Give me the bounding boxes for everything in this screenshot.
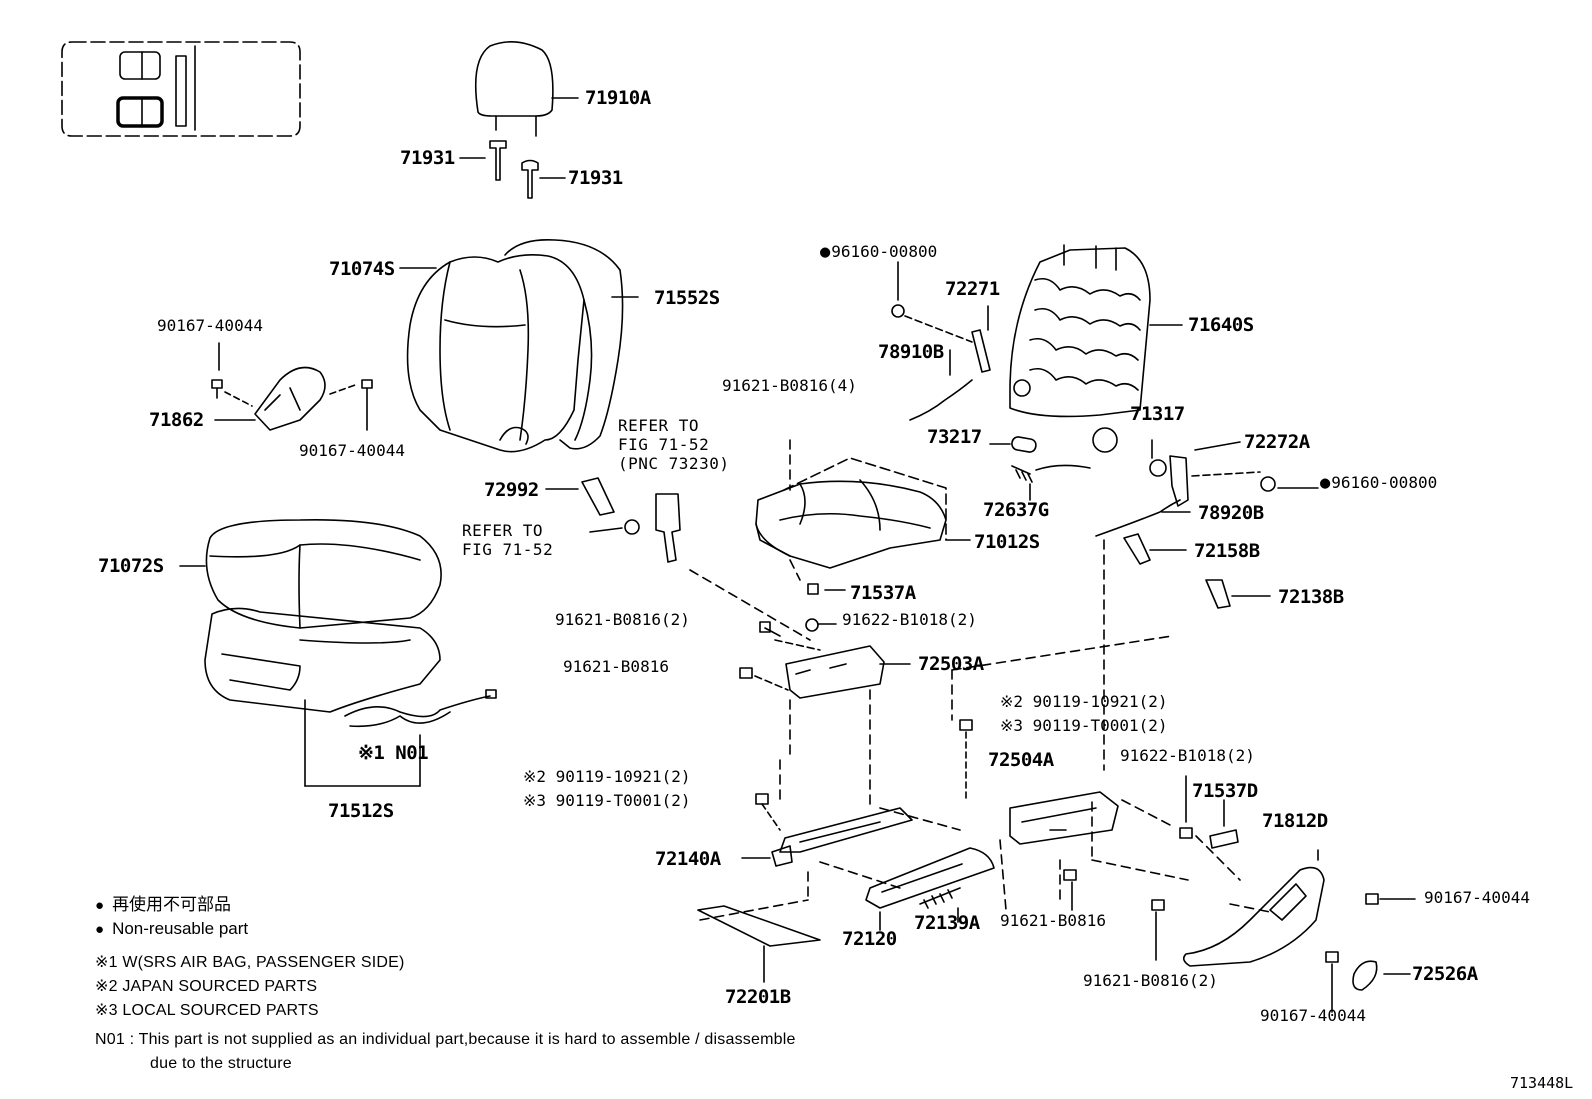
part-label-91621-B0816-4: 91621-B0816(4) (722, 376, 857, 395)
part-label-90167-40044-b: 90167-40044 (299, 441, 405, 460)
legend-note-1: ※1 W(SRS AIR BAG, PASSENGER SIDE) (95, 954, 405, 971)
part-label-72637G: 72637G (983, 499, 1049, 521)
part-label-71552S: 71552S (654, 287, 720, 309)
part-label-71812D: 71812D (1262, 810, 1328, 832)
part-label-91621-B0816-2-a: 91621-B0816(2) (555, 610, 690, 629)
part-label-90119-10921-a: ※2 90119-10921(2) (1000, 692, 1168, 711)
seat-frame-drawing (755, 457, 971, 595)
sensor-mat-drawing (304, 689, 497, 787)
legend-n01-line-2: due to the structure (150, 1055, 292, 1072)
part-label-72272A: 72272A (1244, 431, 1310, 453)
part-label-71512S: 71512S (328, 800, 394, 822)
seatback-frame-drawing (1009, 244, 1183, 453)
part-label-90167-40044-c: 90167-40044 (1424, 888, 1530, 907)
headrest-drawing (459, 41, 579, 199)
part-label-91622-B1018-2-a: 91622-B1018(2) (842, 610, 977, 629)
seatback-drawing (399, 238, 639, 453)
figure-id: 713448L (1510, 1074, 1574, 1092)
side-cover-drawing (211, 342, 373, 431)
legend-nonreusable-en: Non-reusable part (95, 920, 248, 937)
part-label-90119-10921-b: ※2 90119-10921(2) (523, 767, 691, 786)
part-label-71537D: 71537D (1192, 780, 1258, 802)
part-label-71910A: 71910A (585, 87, 651, 109)
part-label-72138B: 72138B (1278, 586, 1344, 608)
locator-inset (61, 41, 301, 137)
part-label-78920B: 78920B (1198, 502, 1264, 524)
part-label-71931-b: 71931 (568, 167, 623, 189)
part-label-91622-B1018-2-b: 91622-B1018(2) (1120, 746, 1255, 765)
part-label-73217: 73217 (927, 426, 982, 448)
part-label-71072S: 71072S (98, 555, 164, 577)
part-label-78910B: 78910B (878, 341, 944, 363)
part-label-72992: 72992 (484, 479, 539, 501)
seat-adjuster-drawing (697, 618, 1239, 983)
part-label-91621-B0816-c: 91621-B0816 (563, 657, 669, 676)
part-label-90167-40044-a: 90167-40044 (157, 316, 263, 335)
part-label-71931-a: 71931 (400, 147, 455, 169)
part-label-N01: ※1 N01 (358, 742, 429, 764)
part-label-71074S: 71074S (329, 258, 395, 280)
part-label-71317: 71317 (1130, 403, 1185, 425)
part-label-71012S: 71012S (974, 531, 1040, 553)
bracket-72992-drawing (581, 477, 615, 516)
part-label-90119-T0001-a: ※3 90119-T0001(2) (1000, 716, 1168, 735)
part-label-72504A: 72504A (988, 749, 1054, 771)
part-label-72526A: 72526A (1412, 963, 1478, 985)
part-label-90119-T0001-b: ※3 90119-T0001(2) (523, 791, 691, 810)
part-label-91621-B0816-d: 91621-B0816 (1000, 911, 1106, 930)
part-label-72158B: 72158B (1194, 540, 1260, 562)
seat-cushion-drawing (179, 519, 442, 713)
part-label-96160-00800-b: 96160-00800 (1320, 475, 1437, 492)
part-label-71862: 71862 (149, 409, 204, 431)
legend-note-2: ※2 JAPAN SOURCED PARTS (95, 978, 318, 995)
lever-drawing (1182, 849, 1416, 1013)
part-label-72139A: 72139A (914, 912, 980, 934)
legend-nonreusable-jp: 再使用不可部品 (95, 896, 231, 913)
refer-to-fig-note-2: REFER TO FIG 71-52 (462, 521, 554, 559)
refer-to-fig-note-1: REFER TO FIG 71-52 (PNC 73230) (618, 416, 730, 473)
part-label-91621-B0816-2-b: 91621-B0816(2) (1083, 971, 1218, 990)
leader-lines (689, 439, 1271, 921)
legend-note-3: ※3 LOCAL SOURCED PARTS (95, 1002, 319, 1019)
part-label-72140A: 72140A (655, 848, 721, 870)
part-label-72271: 72271 (945, 278, 1000, 300)
part-label-96160-00800-a: 96160-00800 (820, 244, 937, 261)
part-label-90167-40044-d: 90167-40044 (1260, 1006, 1366, 1025)
part-label-72201B: 72201B (725, 986, 791, 1008)
seat-belt-buckle-drawing (589, 493, 681, 563)
part-label-71640S: 71640S (1188, 314, 1254, 336)
part-label-71537A: 71537A (850, 582, 916, 604)
legend-n01-line-1: N01 : This part is not supplied as an in… (95, 1031, 796, 1048)
part-label-72120: 72120 (842, 928, 897, 950)
recliner-parts-drawing (891, 261, 1319, 609)
part-label-72503A: 72503A (918, 653, 984, 675)
